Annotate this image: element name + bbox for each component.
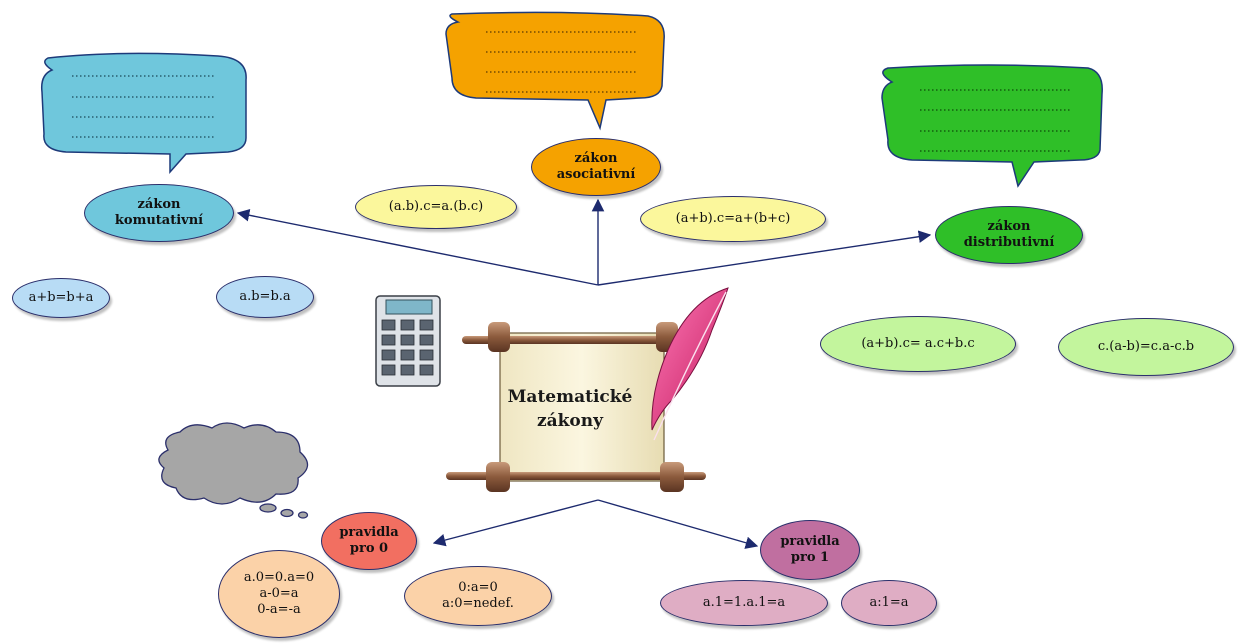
connector-distributivni: [597, 230, 932, 286]
node-label: pravidla pro 0: [339, 525, 399, 556]
example-distributivni-1: (a+b).c= a.c+b.c: [820, 316, 1016, 372]
example-asociativni-2: (a+b).c=a+(b+c): [640, 196, 826, 242]
example-pro0-1: a.0=0.a=0 a-0=a 0-a=-a: [218, 550, 340, 638]
example-asociativni-1: (a.b).c=a.(b.c): [355, 185, 517, 229]
connector-pro0: [432, 499, 599, 547]
node-label: pravidla pro 1: [780, 534, 840, 565]
example-pro0-2: 0:a=0 a:0=nedef.: [404, 566, 552, 626]
speech-bubble-asociativni: [445, 11, 665, 131]
speech-bubble-distributivni: [881, 64, 1103, 188]
example-distributivni-2: c.(a-b)=c.a-c.b: [1058, 318, 1234, 376]
example-pro1-2: a:1=a: [841, 580, 937, 626]
node-zakon-komutativni[interactable]: zákon komutativní: [84, 184, 234, 242]
node-pravidla-pro-0[interactable]: pravidla pro 0: [321, 512, 417, 570]
connectors: [236, 198, 932, 549]
node-label: zákon komutativní: [114, 197, 204, 228]
connector-komutativni: [236, 209, 599, 286]
node-zakon-asociativni[interactable]: zákon asociativní: [531, 138, 661, 196]
scroll-icon: [446, 322, 706, 492]
thought-cloud-icon: [158, 422, 309, 519]
quill-icon: [651, 287, 729, 441]
node-zakon-distributivni[interactable]: zákon distributivní: [935, 206, 1083, 264]
center-title: Matematické zákony: [507, 387, 633, 431]
connector-pro1: [597, 499, 759, 549]
node-label: zákon asociativní: [556, 151, 636, 182]
example-pro1-1: a.1=1.a.1=a: [660, 580, 828, 626]
example-komutativni-1: a+b=b+a: [12, 278, 110, 318]
speech-bubble-komutativni: [40, 52, 247, 174]
node-label: zákon distributivní: [963, 219, 1055, 250]
calculator-icon: [375, 295, 441, 387]
node-pravidla-pro-1[interactable]: pravidla pro 1: [760, 520, 860, 580]
example-komutativni-2: a.b=b.a: [216, 276, 314, 318]
